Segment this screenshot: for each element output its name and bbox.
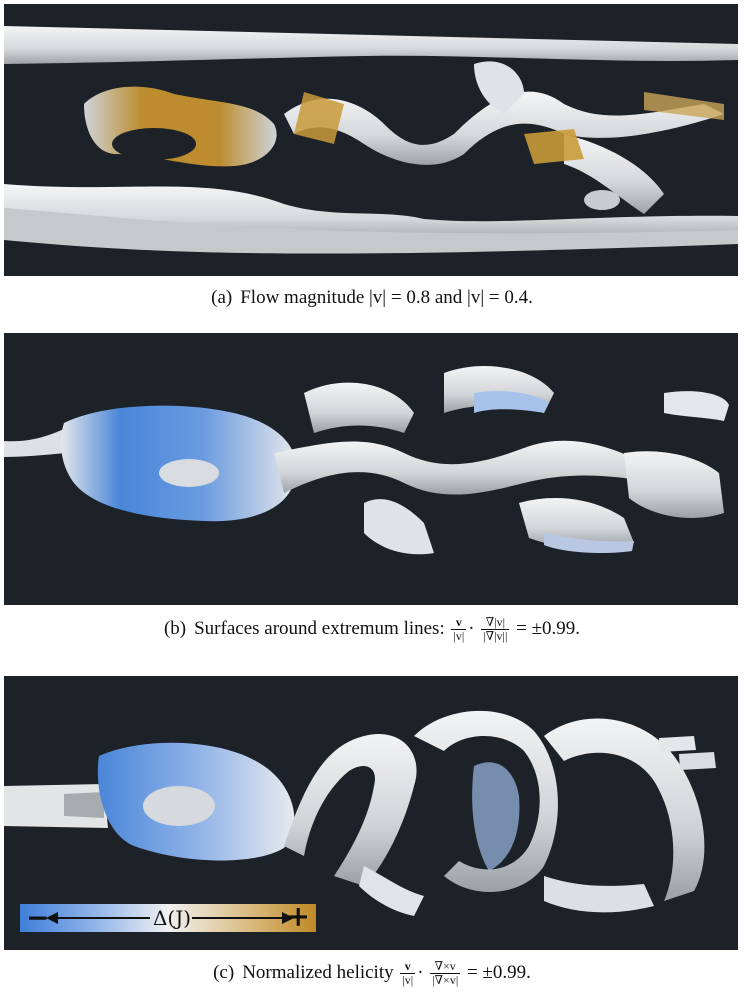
caption-a: (a) Flow magnitude |v| = 0.8 and |v| = 0.… (0, 286, 744, 310)
caption-tag: (b) (163, 617, 187, 639)
frac-den: |∇×v| (432, 973, 459, 987)
arrow-right-icon (282, 912, 294, 924)
frac-num: v (400, 960, 416, 974)
fraction-curl-norm: ∇×v|∇×v| (430, 960, 461, 987)
caption-text: Surfaces around extremum lines: (194, 617, 445, 639)
extremum-lines-render (4, 365, 729, 555)
caption-b: (b) Surfaces around extremum lines: v|v|·… (0, 616, 744, 643)
delta-j-colorbar: − Δ(J) + (20, 900, 316, 934)
frac-num: v (451, 616, 467, 630)
frac-num: ∇×v (430, 960, 461, 974)
colorbar-minus-label: − (26, 901, 50, 934)
fraction-grad-norm: ∇|v||∇|v|| (481, 616, 510, 643)
flow-magnitude-render (4, 26, 738, 254)
caption-text: Normalized helicity (242, 961, 394, 983)
dot-operator: · (417, 961, 424, 983)
colorbar-plus-label: + (286, 900, 310, 933)
figure-panel-c: − Δ(J) + (4, 676, 738, 950)
caption-tag: (a) (211, 287, 233, 308)
colorbar-center-label: Δ(J) (152, 906, 192, 930)
normalized-helicity-render (4, 710, 716, 916)
frac-den: |v| (402, 973, 414, 987)
caption-c: (c) Normalized helicity v|v|· ∇×v|∇×v| = … (0, 960, 744, 987)
figure-panel-b (4, 333, 738, 605)
caption-tag: (c) (213, 961, 235, 983)
frac-den: |v| (453, 629, 465, 643)
colorbar-line-left (50, 917, 150, 919)
frac-den: |∇|v|| (483, 629, 508, 643)
fraction-v-over-norm: v|v| (400, 960, 416, 987)
caption-text: Flow magnitude |v| = 0.8 and |v| = 0.4. (240, 287, 533, 308)
figure-panel-a (4, 4, 738, 276)
caption-rhs: = ±0.99. (516, 617, 581, 639)
caption-rhs: = ±0.99. (466, 961, 531, 983)
colorbar-line-right (192, 917, 286, 919)
frac-num: ∇|v| (481, 616, 510, 630)
fraction-v-over-norm: v|v| (451, 616, 467, 643)
dot-operator: · (468, 617, 475, 639)
